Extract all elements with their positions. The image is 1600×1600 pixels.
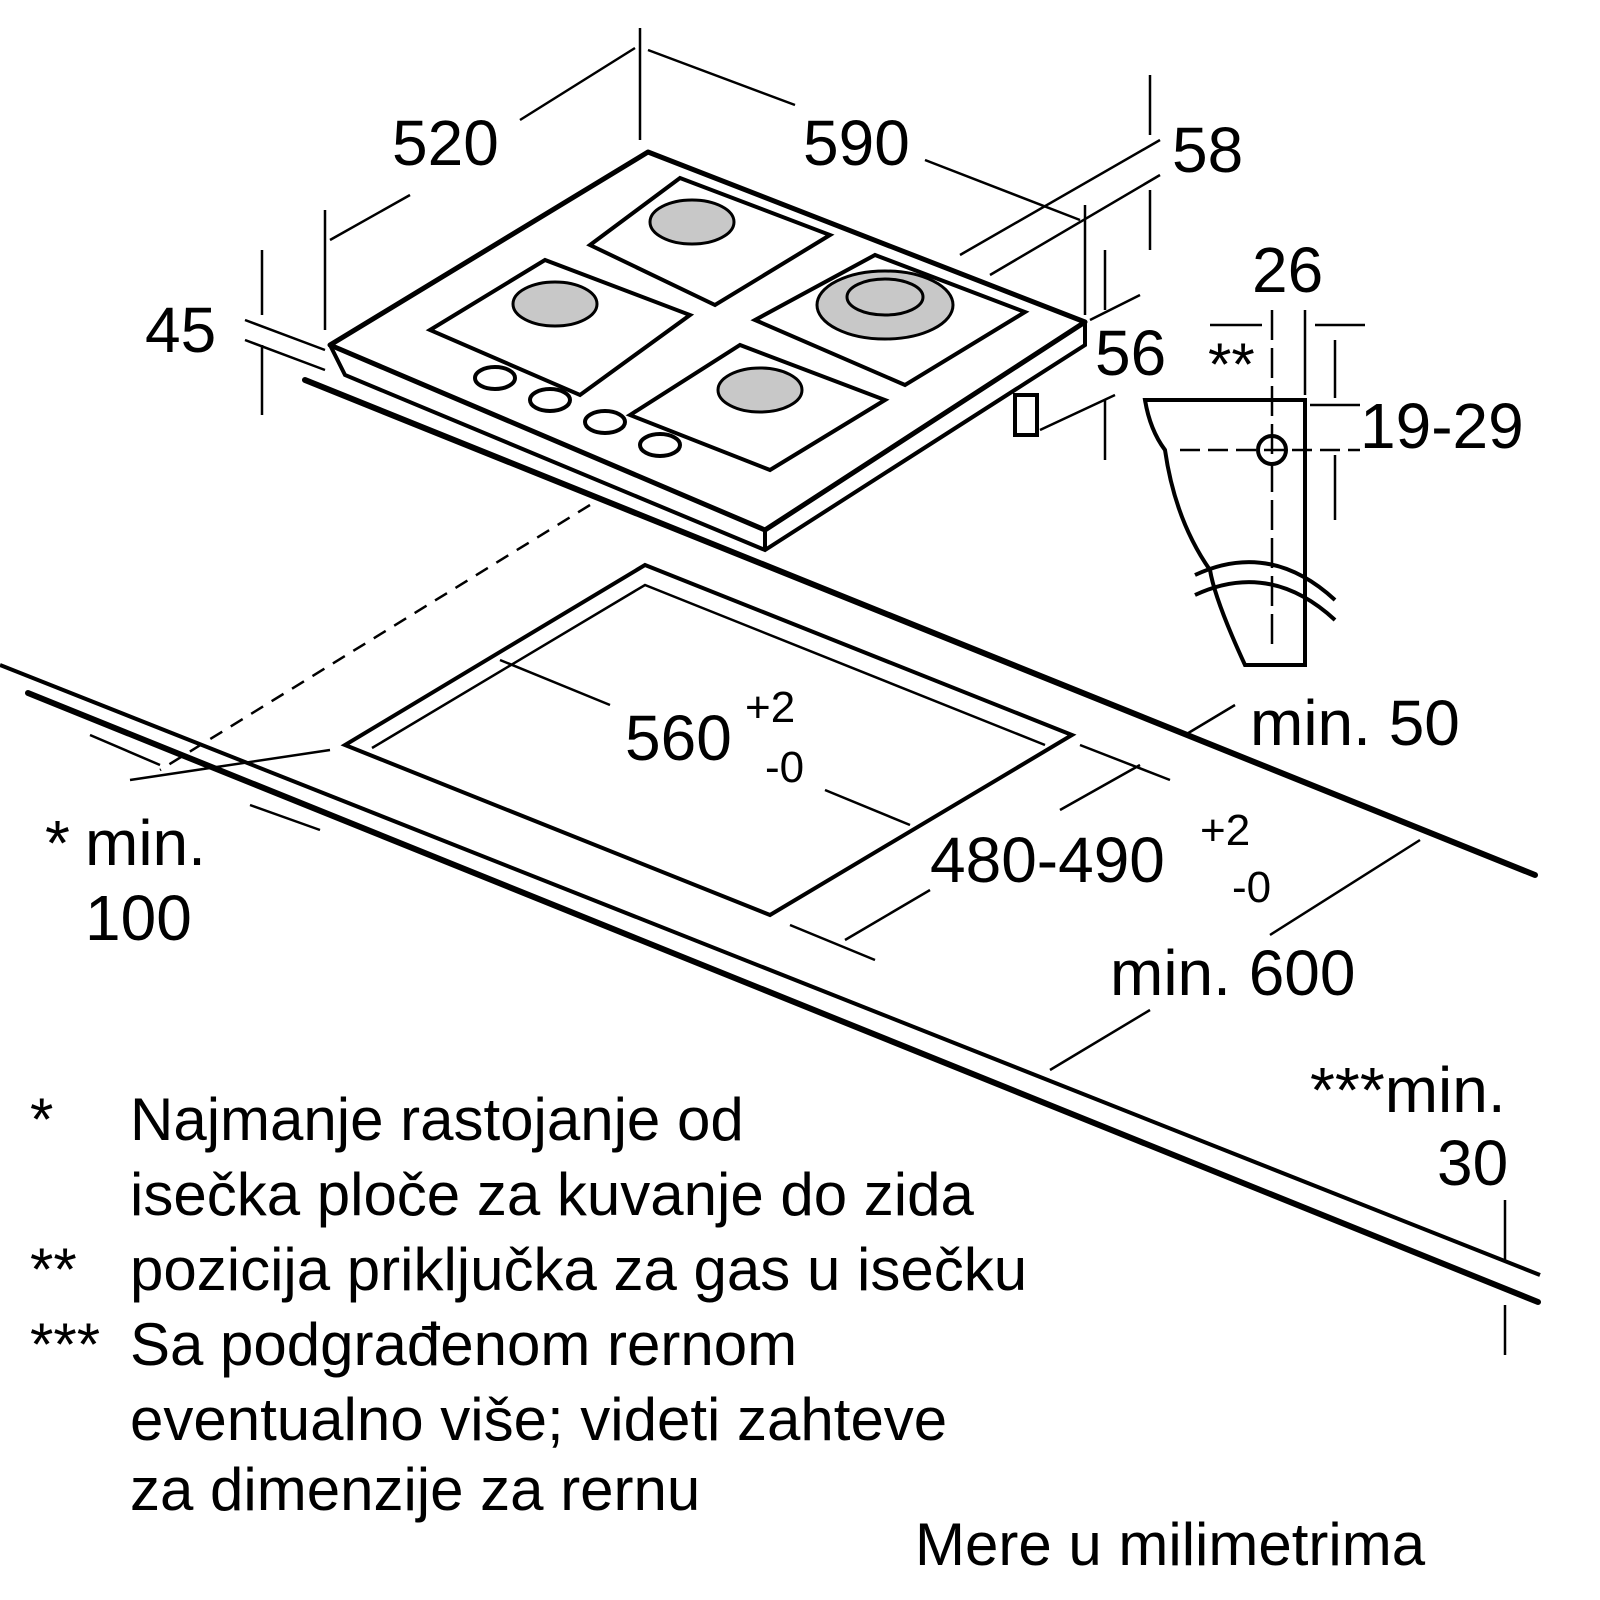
dim-side-marker: * bbox=[45, 807, 70, 879]
dim-58: 58 bbox=[1172, 114, 1243, 186]
footnote-text: eventualno više; videti zahteve bbox=[130, 1386, 947, 1453]
dim-560: 560 bbox=[625, 702, 732, 774]
gas-connector bbox=[1013, 393, 1039, 437]
dim-480-490: 480-490 bbox=[930, 824, 1165, 896]
units-note: Mere u milimetrima bbox=[915, 1511, 1426, 1578]
worktop-front-bottom-edge bbox=[25, 690, 1541, 1305]
dim-thickness-label: ***min. bbox=[1310, 1054, 1506, 1126]
worktop bbox=[0, 377, 1541, 1305]
alignment-dashed-line bbox=[159, 503, 591, 772]
grate-back-right bbox=[750, 252, 1030, 388]
footnote-text: Najmanje rastojanje od bbox=[130, 1086, 744, 1153]
dim-min-600: min. 600 bbox=[1110, 937, 1355, 1009]
dim-480-tol-plus: +2 bbox=[1200, 806, 1250, 855]
footnote-marker: *** bbox=[30, 1311, 100, 1378]
worktop-profile bbox=[1142, 310, 1360, 667]
dim-side-min-label: min. bbox=[85, 807, 206, 879]
dim-480-tol-minus: -0 bbox=[1232, 863, 1271, 912]
dim-19-29: 19-29 bbox=[1360, 390, 1524, 462]
cutout bbox=[340, 562, 1077, 918]
footnote-marker: * bbox=[30, 1086, 53, 1153]
dim-560-tol-minus: -0 bbox=[765, 743, 804, 792]
footnote-text: pozicija priključka za gas u isečku bbox=[130, 1236, 1027, 1303]
burner bbox=[648, 198, 736, 246]
footnote-text: za dimenzije za rernu bbox=[130, 1456, 700, 1523]
dim-min-50: min. 50 bbox=[1250, 687, 1460, 759]
footnote-marker: ** bbox=[30, 1236, 77, 1303]
footnotes: * Najmanje rastojanje od isečka ploče za… bbox=[30, 1086, 1027, 1523]
burner bbox=[716, 366, 804, 414]
dim-520: 520 bbox=[392, 107, 499, 179]
dim-thickness-30: 30 bbox=[1437, 1127, 1508, 1199]
worktop-front-top-edge bbox=[0, 663, 1541, 1277]
worktop-back-edge bbox=[302, 377, 1538, 878]
gas-marker: ** bbox=[1208, 331, 1255, 398]
dimension-lines bbox=[89, 28, 1507, 1355]
control-knobs bbox=[473, 365, 682, 458]
grate-front-left bbox=[425, 257, 695, 398]
dim-26: 26 bbox=[1252, 234, 1323, 306]
dim-560-tol-plus: +2 bbox=[745, 683, 795, 732]
footnote-text: isečka ploče za kuvanje do zida bbox=[130, 1161, 974, 1228]
burner bbox=[511, 280, 599, 328]
dim-45: 45 bbox=[145, 294, 216, 366]
grate-front-right bbox=[625, 342, 890, 473]
grate-back-left bbox=[586, 175, 835, 308]
footnote-text: Sa podgrađenom rernom bbox=[130, 1311, 797, 1378]
dim-590: 590 bbox=[803, 107, 910, 179]
hob bbox=[327, 149, 1088, 553]
dim-side-min-100: 100 bbox=[85, 882, 192, 954]
dim-56: 56 bbox=[1095, 317, 1166, 389]
